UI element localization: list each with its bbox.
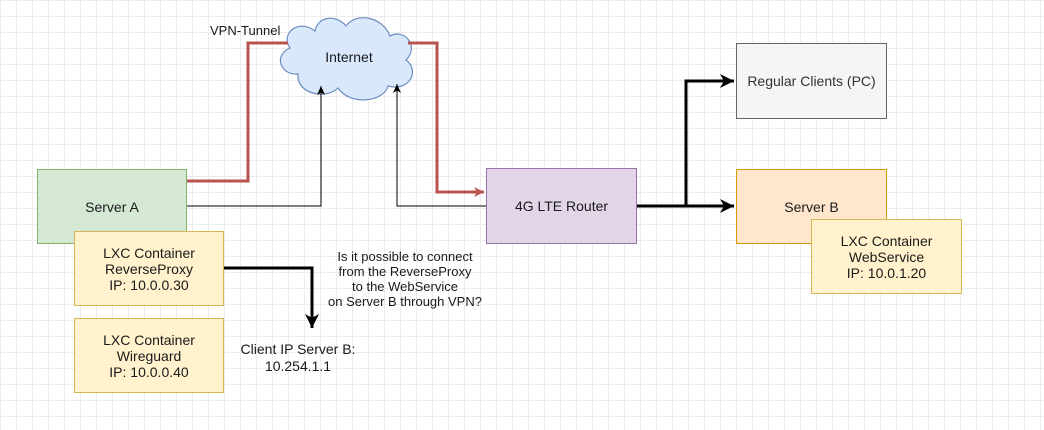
webservice-line-1: LXC Container <box>840 232 933 249</box>
vpn-line-router <box>408 41 484 197</box>
server-b-label: Server B <box>784 198 839 215</box>
wireguard-line-1: LXC Container <box>103 331 195 348</box>
router-label: 4G LTE Router <box>514 198 609 214</box>
question-line-2: from the ReverseProxy <box>338 264 472 279</box>
client-ip-line-2: 10.254.1.1 <box>264 358 332 374</box>
connector-server-a-internet <box>187 86 325 207</box>
reverseproxy-line-2: ReverseProxy <box>105 260 193 277</box>
vpn-line-server-a <box>187 41 288 183</box>
webservice-line-3: IP: 10.0.1.20 <box>846 264 927 281</box>
regular-clients-label: Regular Clients (PC) <box>747 73 876 89</box>
question-line-3: to the WebService <box>352 279 458 294</box>
question-line-4: on Server B through VPN? <box>328 294 482 309</box>
reverseproxy-container-box[interactable]: LXC Container ReverseProxy IP: 10.0.0.30 <box>74 231 224 306</box>
connector-router-internet <box>393 84 486 207</box>
internet-cloud-shape <box>279 17 414 101</box>
question-annotation: Is it possible to connect from the Rever… <box>305 249 505 309</box>
webservice-container-box[interactable]: LXC Container WebService IP: 10.0.1.20 <box>811 219 962 294</box>
wireguard-container-box[interactable]: LXC Container Wireguard IP: 10.0.0.40 <box>74 318 224 393</box>
router-box[interactable]: 4G LTE Router <box>486 168 637 244</box>
client-ip-annotation: Client IP Server B: 10.254.1.1 <box>228 341 368 375</box>
connector-reverseproxy-client <box>224 266 319 328</box>
internet-label: Internet <box>296 45 402 69</box>
connector-router-regular-clients <box>684 74 734 206</box>
regular-clients-box[interactable]: Regular Clients (PC) <box>736 43 887 119</box>
vpn-tunnel-label: VPN-Tunnel <box>210 23 281 38</box>
wireguard-line-2: Wireguard <box>116 347 182 364</box>
question-line-1: Is it possible to connect <box>337 249 473 264</box>
reverseproxy-line-3: IP: 10.0.0.30 <box>109 276 189 293</box>
wireguard-line-3: IP: 10.0.0.40 <box>109 363 189 380</box>
reverseproxy-line-1: LXC Container <box>103 244 195 261</box>
internet-label-text: Internet <box>325 49 373 65</box>
server-a-label: Server A <box>85 198 139 215</box>
client-ip-line-1: Client IP Server B: <box>240 341 356 357</box>
webservice-line-2: WebService <box>848 248 925 265</box>
